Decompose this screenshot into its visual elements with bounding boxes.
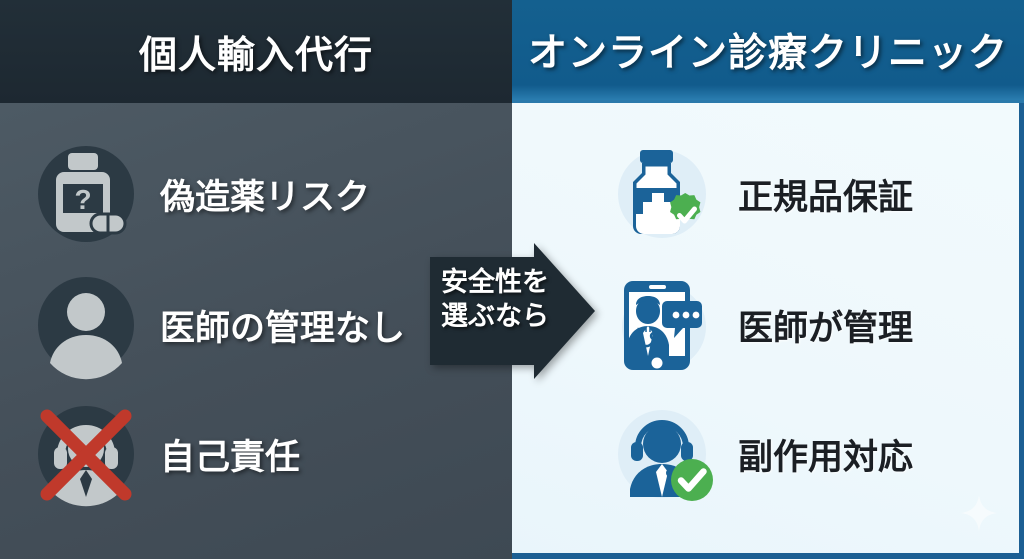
- person-silhouette-icon: [34, 273, 138, 380]
- sparkle-icon: [961, 495, 997, 531]
- right-list-item: 正規品保証: [612, 135, 913, 253]
- pill-bottle-question-icon: ?: [34, 142, 138, 246]
- right-panel: オンライン診療クリニック: [512, 0, 1024, 559]
- left-panel-title: 個人輸入代行: [138, 35, 373, 77]
- arrow-caption: 安全性を 選ぶなら: [441, 265, 549, 333]
- left-list-item: 医師の管理なし: [34, 266, 405, 384]
- arrow-caption-line-2: 選ぶなら: [441, 301, 549, 332]
- right-list-item: 副作用対応: [612, 395, 913, 513]
- left-items-list: ? 偽造薬リスク: [0, 103, 512, 559]
- left-list-item: ? 偽造薬リスク: [34, 135, 370, 253]
- left-list-item: 自己責任: [34, 395, 300, 513]
- arrow-caption-line-1: 安全性を: [441, 267, 549, 297]
- telemedicine-doctor-phone-icon: [612, 273, 716, 377]
- right-list-item-label: 正規品保証: [738, 177, 914, 217]
- left-list-item-label: 医師の管理なし: [160, 308, 406, 348]
- svg-text:?: ?: [74, 184, 91, 215]
- left-panel: 個人輸入代行 ?: [0, 0, 512, 559]
- right-arrow-icon: 安全性を 選ぶなら: [430, 243, 595, 379]
- right-panel-header: オンライン診療クリニック: [512, 0, 1024, 103]
- right-list-item-label: 医師が管理: [738, 308, 914, 348]
- left-panel-body: ? 偽造薬リスク: [0, 103, 512, 559]
- support-agent-crossed-out-icon: [34, 402, 138, 507]
- headset-agent-check-icon: [612, 402, 716, 506]
- right-list-item: 医師が管理: [612, 266, 913, 384]
- medicine-bottle-verified-icon: [612, 142, 716, 246]
- right-panel-body: 正規品保証: [512, 103, 1024, 559]
- right-list-item-label: 副作用対応: [738, 437, 914, 477]
- left-list-item-label: 偽造薬リスク: [160, 177, 371, 217]
- right-panel-title: オンライン診療クリニック: [527, 32, 1008, 75]
- left-panel-header: 個人輸入代行: [0, 0, 512, 103]
- left-list-item-label: 自己責任: [160, 437, 301, 477]
- right-items-list: 正規品保証: [512, 103, 1019, 553]
